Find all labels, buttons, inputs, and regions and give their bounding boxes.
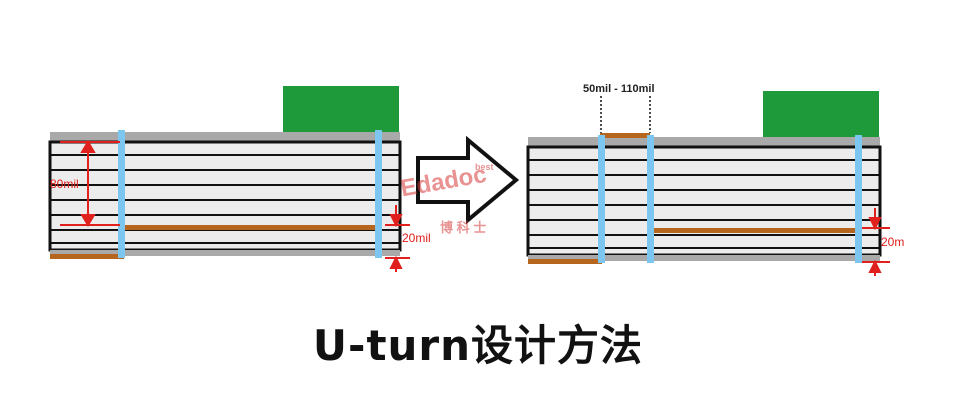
arrow-icon (416, 135, 520, 225)
right-bottom-copper (528, 255, 880, 261)
right-component (763, 91, 879, 138)
left-top-copper (50, 132, 400, 142)
caption-title: U-turn设计方法 (312, 321, 644, 370)
right-via-1 (598, 135, 605, 263)
left-thickness-dimension (60, 140, 120, 227)
left-thickness-label: 80mil (50, 177, 79, 191)
right-via-2 (647, 135, 654, 263)
left-stub-label: 20mil (402, 231, 431, 245)
left-pcb-stackup: 80mil 20mil (48, 86, 431, 272)
right-board (528, 147, 880, 255)
left-bottom-pad (50, 254, 124, 259)
left-bottom-copper (50, 250, 400, 256)
watermark-sub: best (475, 162, 494, 172)
right-via-3 (855, 135, 862, 263)
right-pcb-stackup: 50mil - 110mil 20m (526, 83, 904, 276)
right-top-pad (600, 133, 650, 138)
right-bottom-pad (528, 259, 602, 264)
left-via-1 (118, 130, 125, 258)
right-spacing-dimension (600, 96, 651, 133)
right-stub-dimension (862, 208, 890, 276)
left-component (283, 86, 399, 133)
left-via-2 (375, 130, 382, 258)
right-stub-label: 20m (881, 235, 904, 249)
right-top-copper (528, 137, 880, 147)
right-spacing-label: 50mil - 110mil (583, 83, 655, 95)
left-inner-trace (123, 225, 381, 230)
transition-arrow: Edadoc best 博 科 士 (399, 135, 520, 235)
right-inner-trace (650, 228, 862, 233)
right-layer-lines (528, 159, 880, 249)
left-stub-dimension (385, 205, 410, 272)
watermark-cn: 博 科 士 (440, 220, 486, 235)
left-board (50, 142, 400, 250)
